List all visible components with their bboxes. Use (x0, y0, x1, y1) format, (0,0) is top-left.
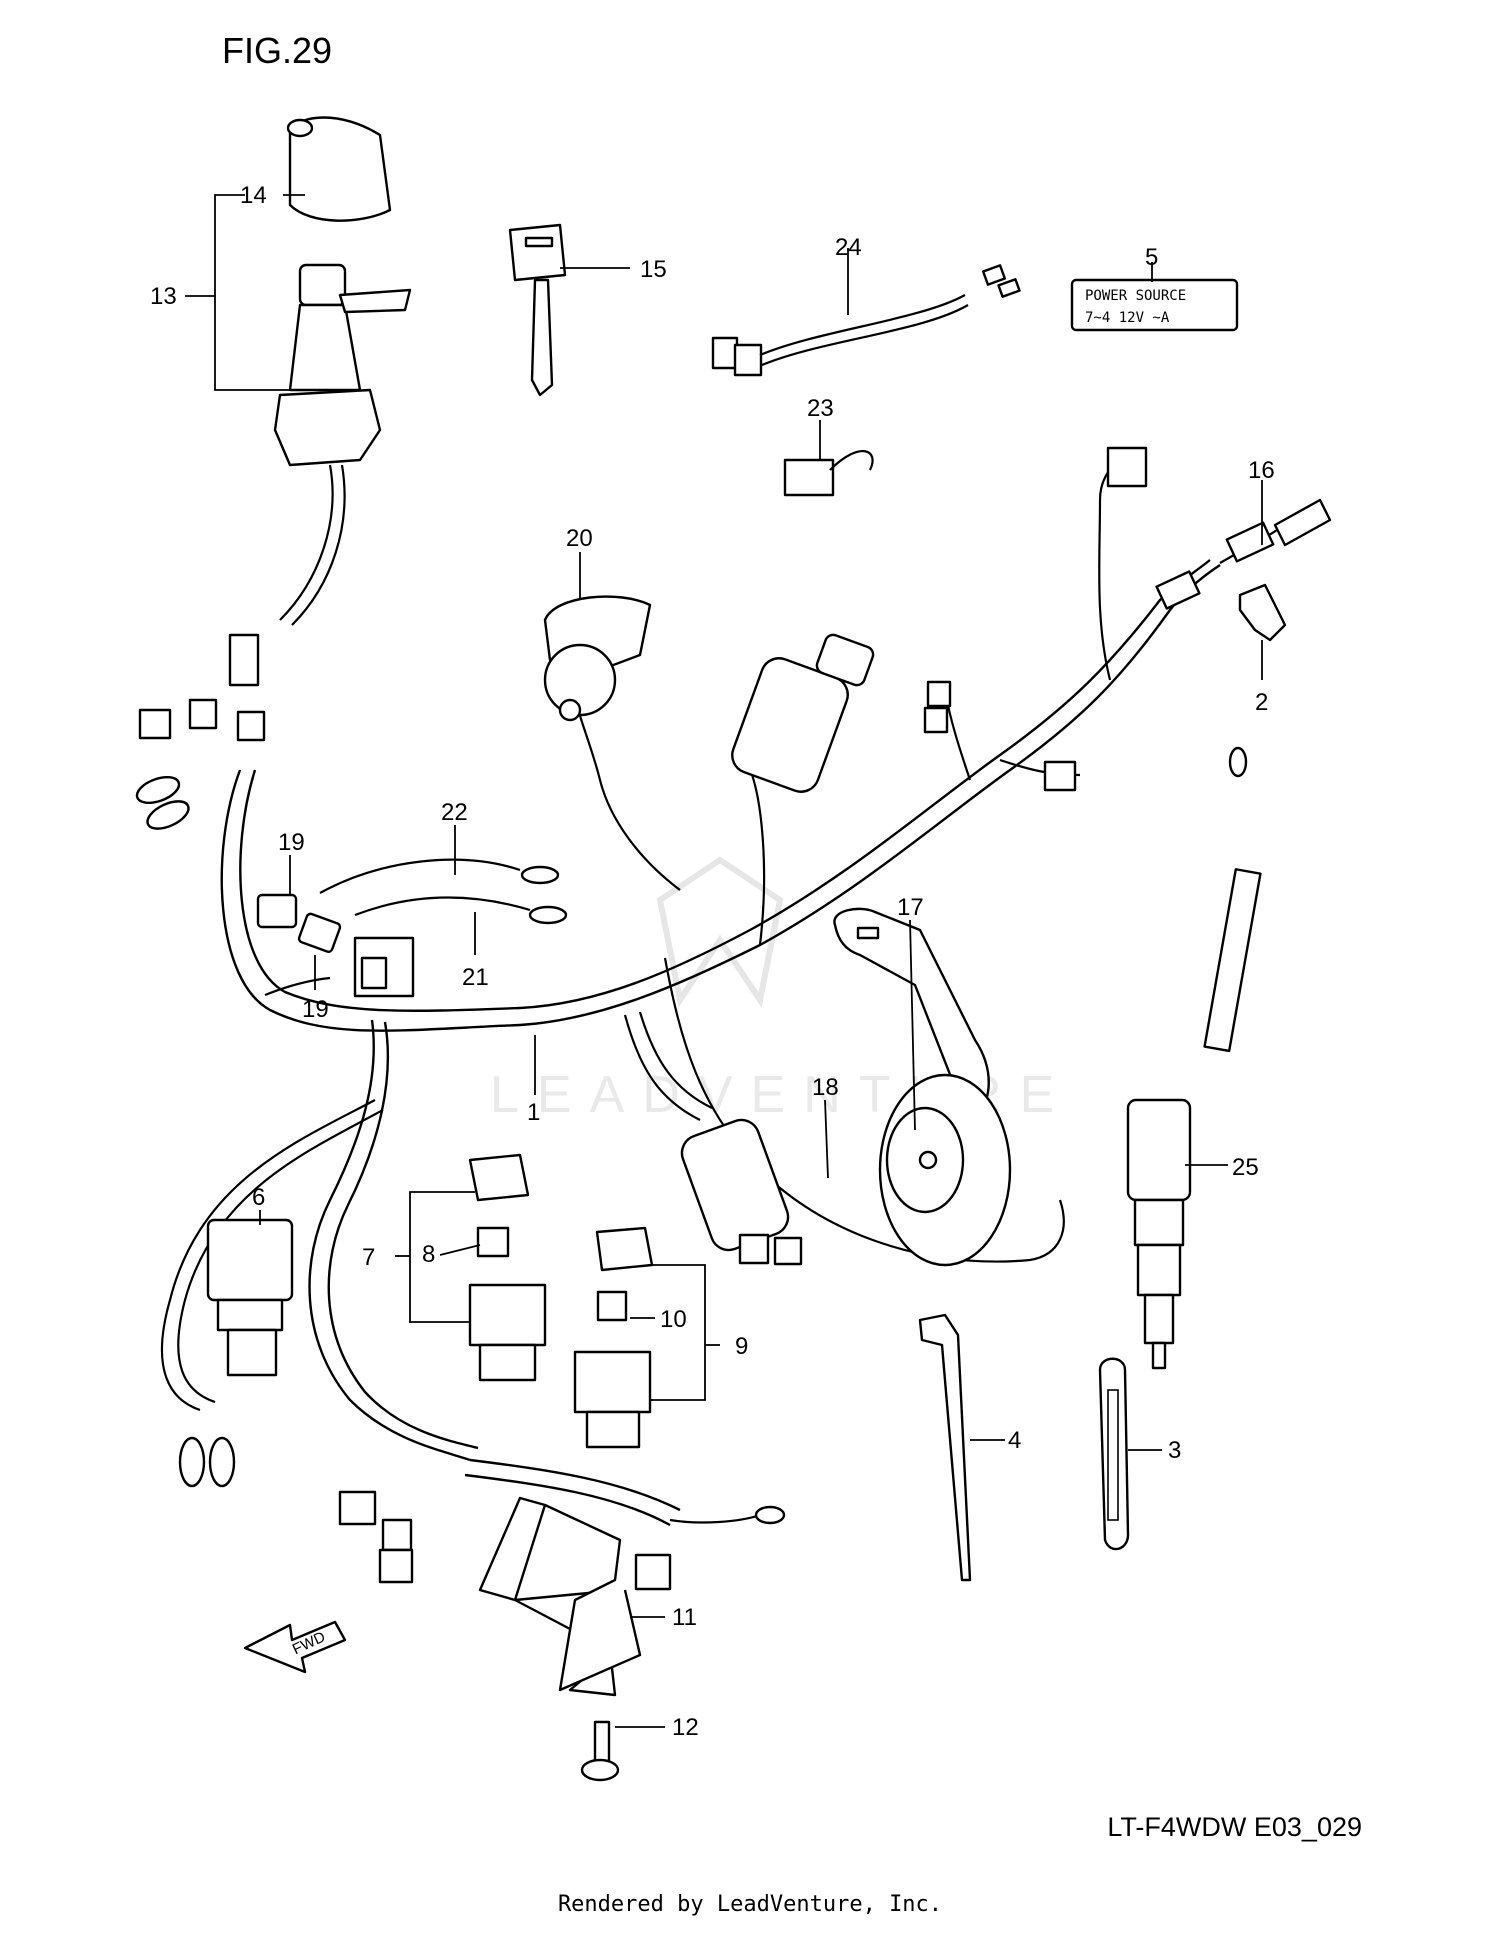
ignition-knob-cap (286, 116, 392, 222)
callout-20: 20 (566, 525, 593, 552)
callout-1: 1 (527, 1099, 540, 1126)
callout-18: 18 (812, 1074, 839, 1101)
callout-6: 6 (252, 1184, 265, 1211)
callout-11: 11 (672, 1604, 697, 1631)
lead-wire-22 (319, 858, 560, 894)
harness-end-connectors (338, 1490, 786, 1591)
cable-tie-4 (918, 1313, 972, 1582)
fuse-box-7 (468, 1153, 547, 1382)
figure-title: FIG.29 (222, 30, 333, 71)
callout-10: 10 (660, 1306, 687, 1333)
coupler-19-a (256, 893, 298, 929)
horn-bracket-17 (833, 907, 990, 1112)
callout-7: 7 (362, 1244, 375, 1271)
starter-relay (680, 1118, 803, 1266)
plug-connector-cluster (923, 446, 1332, 792)
fuse-10 (596, 1290, 628, 1322)
handlebar-switch-20 (543, 595, 652, 722)
callout-2: 2 (1255, 689, 1268, 716)
relay-holder (353, 936, 415, 998)
lead-wire-21 (354, 896, 568, 925)
callout-8: 8 (422, 1241, 435, 1268)
ignition-coil (731, 633, 875, 793)
callout-numbers: 14 13 15 24 5 23 20 16 2 22 21 19 19 1 1… (150, 182, 1275, 1741)
power-label-line1: POWER SOURCE (1085, 288, 1186, 304)
callout-13: 13 (150, 283, 177, 310)
horn-18 (878, 1073, 1012, 1267)
callout-25: 25 (1232, 1154, 1259, 1181)
relay-6 (178, 1218, 294, 1488)
callout-12: 12 (672, 1714, 699, 1741)
lead-wire-24 (711, 264, 1021, 377)
callout-5: 5 (1145, 244, 1158, 271)
callout-9: 9 (735, 1333, 748, 1360)
fuse-box-9 (573, 1226, 654, 1449)
callout-17: 17 (897, 894, 924, 921)
callout-24: 24 (835, 234, 862, 261)
callout-15: 15 (640, 256, 667, 283)
clamp-3 (1098, 1357, 1130, 1551)
bracket-11 (478, 1496, 642, 1697)
callout-16: 16 (1248, 457, 1275, 484)
callout-4: 4 (1008, 1427, 1021, 1454)
coupler-19-b (297, 912, 342, 953)
callout-3: 3 (1168, 1437, 1181, 1464)
callout-19-upper: 19 (278, 829, 305, 856)
callout-23: 23 (807, 395, 834, 422)
callout-19-lower: 19 (302, 996, 329, 1023)
fuse-8 (476, 1226, 510, 1258)
callout-21: 21 (462, 964, 489, 991)
diagram-reference-code: LT-F4WDW E03_029 (1107, 1812, 1362, 1842)
jumper-connector-23 (783, 450, 874, 497)
render-credit: Rendered by LeadVenture, Inc. (557, 1892, 943, 1917)
spark-plug-25 (1126, 746, 1262, 1370)
wire-clamp-2 (1238, 583, 1287, 642)
power-source-label: POWER SOURCE 7~4 12V ~A (1070, 278, 1239, 332)
callout-22: 22 (441, 799, 468, 826)
callout-leader-lines (185, 194, 1263, 1728)
forward-direction-arrow: FWD (243, 1620, 347, 1674)
power-label-line2: 7~4 12V ~A (1085, 310, 1170, 326)
bolt-12 (580, 1720, 620, 1782)
harness-connector-cluster (135, 633, 266, 830)
callout-14: 14 (240, 182, 267, 209)
ignition-switch (273, 263, 412, 626)
ignition-key (508, 223, 567, 397)
